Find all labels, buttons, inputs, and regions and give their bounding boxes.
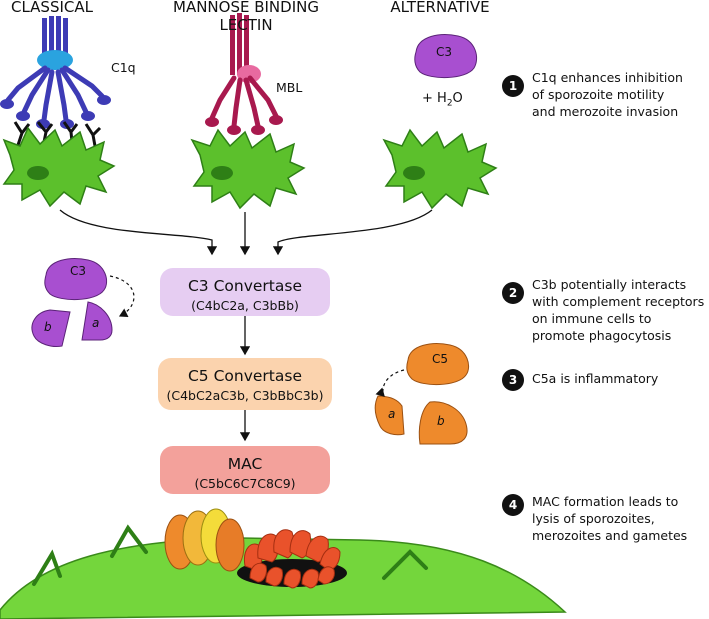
c5a-label: a: [388, 407, 396, 421]
header-lectin-line1: MANNOSE BINDING: [173, 0, 319, 16]
c3-convertase-title: C3 Convertase: [187, 277, 302, 295]
c5b-fragment: [418, 401, 468, 445]
parasite-classical: [2, 126, 116, 208]
c3a-label: a: [92, 316, 100, 330]
c3-convertase-box: C3 Convertase (C4bC2a, C3bBb): [160, 268, 330, 316]
note-4-number: 4: [502, 494, 524, 516]
c3-top-label: C3: [436, 45, 453, 59]
c3-blob-top: [414, 34, 478, 78]
c5-convertase-box: C5 Convertase (C4bC2aC3b, C3bBbC3b): [158, 358, 332, 410]
c5-convertase-sub: (C4bC2aC3b, C3bBbC3b): [166, 388, 324, 403]
c5-label: C5: [432, 352, 449, 366]
c3-blob-left: [44, 258, 108, 300]
c3-cleavage-arrow: [109, 275, 135, 318]
mbl-label: MBL: [276, 80, 303, 95]
mac-sub: (C5bC6C7C8C9): [194, 476, 296, 491]
mac-title: MAC: [227, 455, 263, 473]
c5-cleavage-arrow: [375, 369, 405, 397]
c5-blob: [406, 343, 470, 385]
note-1-number: 1: [502, 75, 524, 97]
membrane-spikes: [32, 524, 428, 586]
note-3-number: 3: [502, 369, 524, 391]
c5-convertase-title: C5 Convertase: [187, 367, 302, 385]
c5b-label: b: [437, 414, 445, 428]
parasite-alternative: [382, 128, 498, 210]
header-alternative: ALTERNATIVE: [390, 0, 490, 16]
c3-convertase-sub: (C4bC2a, C3bBb): [191, 298, 299, 313]
header-classical: CLASSICAL: [11, 0, 93, 16]
mac-box: MAC (C5bC6C7C8C9): [160, 446, 330, 494]
header-lectin-line2: LECTIN: [219, 16, 273, 34]
pathway-arrows: [59, 209, 433, 442]
antibodies: [13, 121, 102, 147]
c3b-fragment: [31, 309, 71, 347]
note-2-number: 2: [502, 282, 524, 304]
c5a-fragment: [374, 395, 405, 436]
c3a-fragment: [81, 301, 113, 341]
mac-complex: [164, 508, 347, 589]
c3-left-label: C3: [70, 264, 87, 278]
mbl-molecule: [205, 13, 283, 135]
water-label: + H2O: [422, 91, 463, 109]
parasite-lectin: [190, 128, 306, 210]
c1q-label: C1q: [111, 60, 136, 75]
c1q-molecule: [0, 16, 111, 129]
note-3-text: C5a is inflammatory: [532, 371, 659, 386]
c3b-label: b: [44, 320, 52, 334]
